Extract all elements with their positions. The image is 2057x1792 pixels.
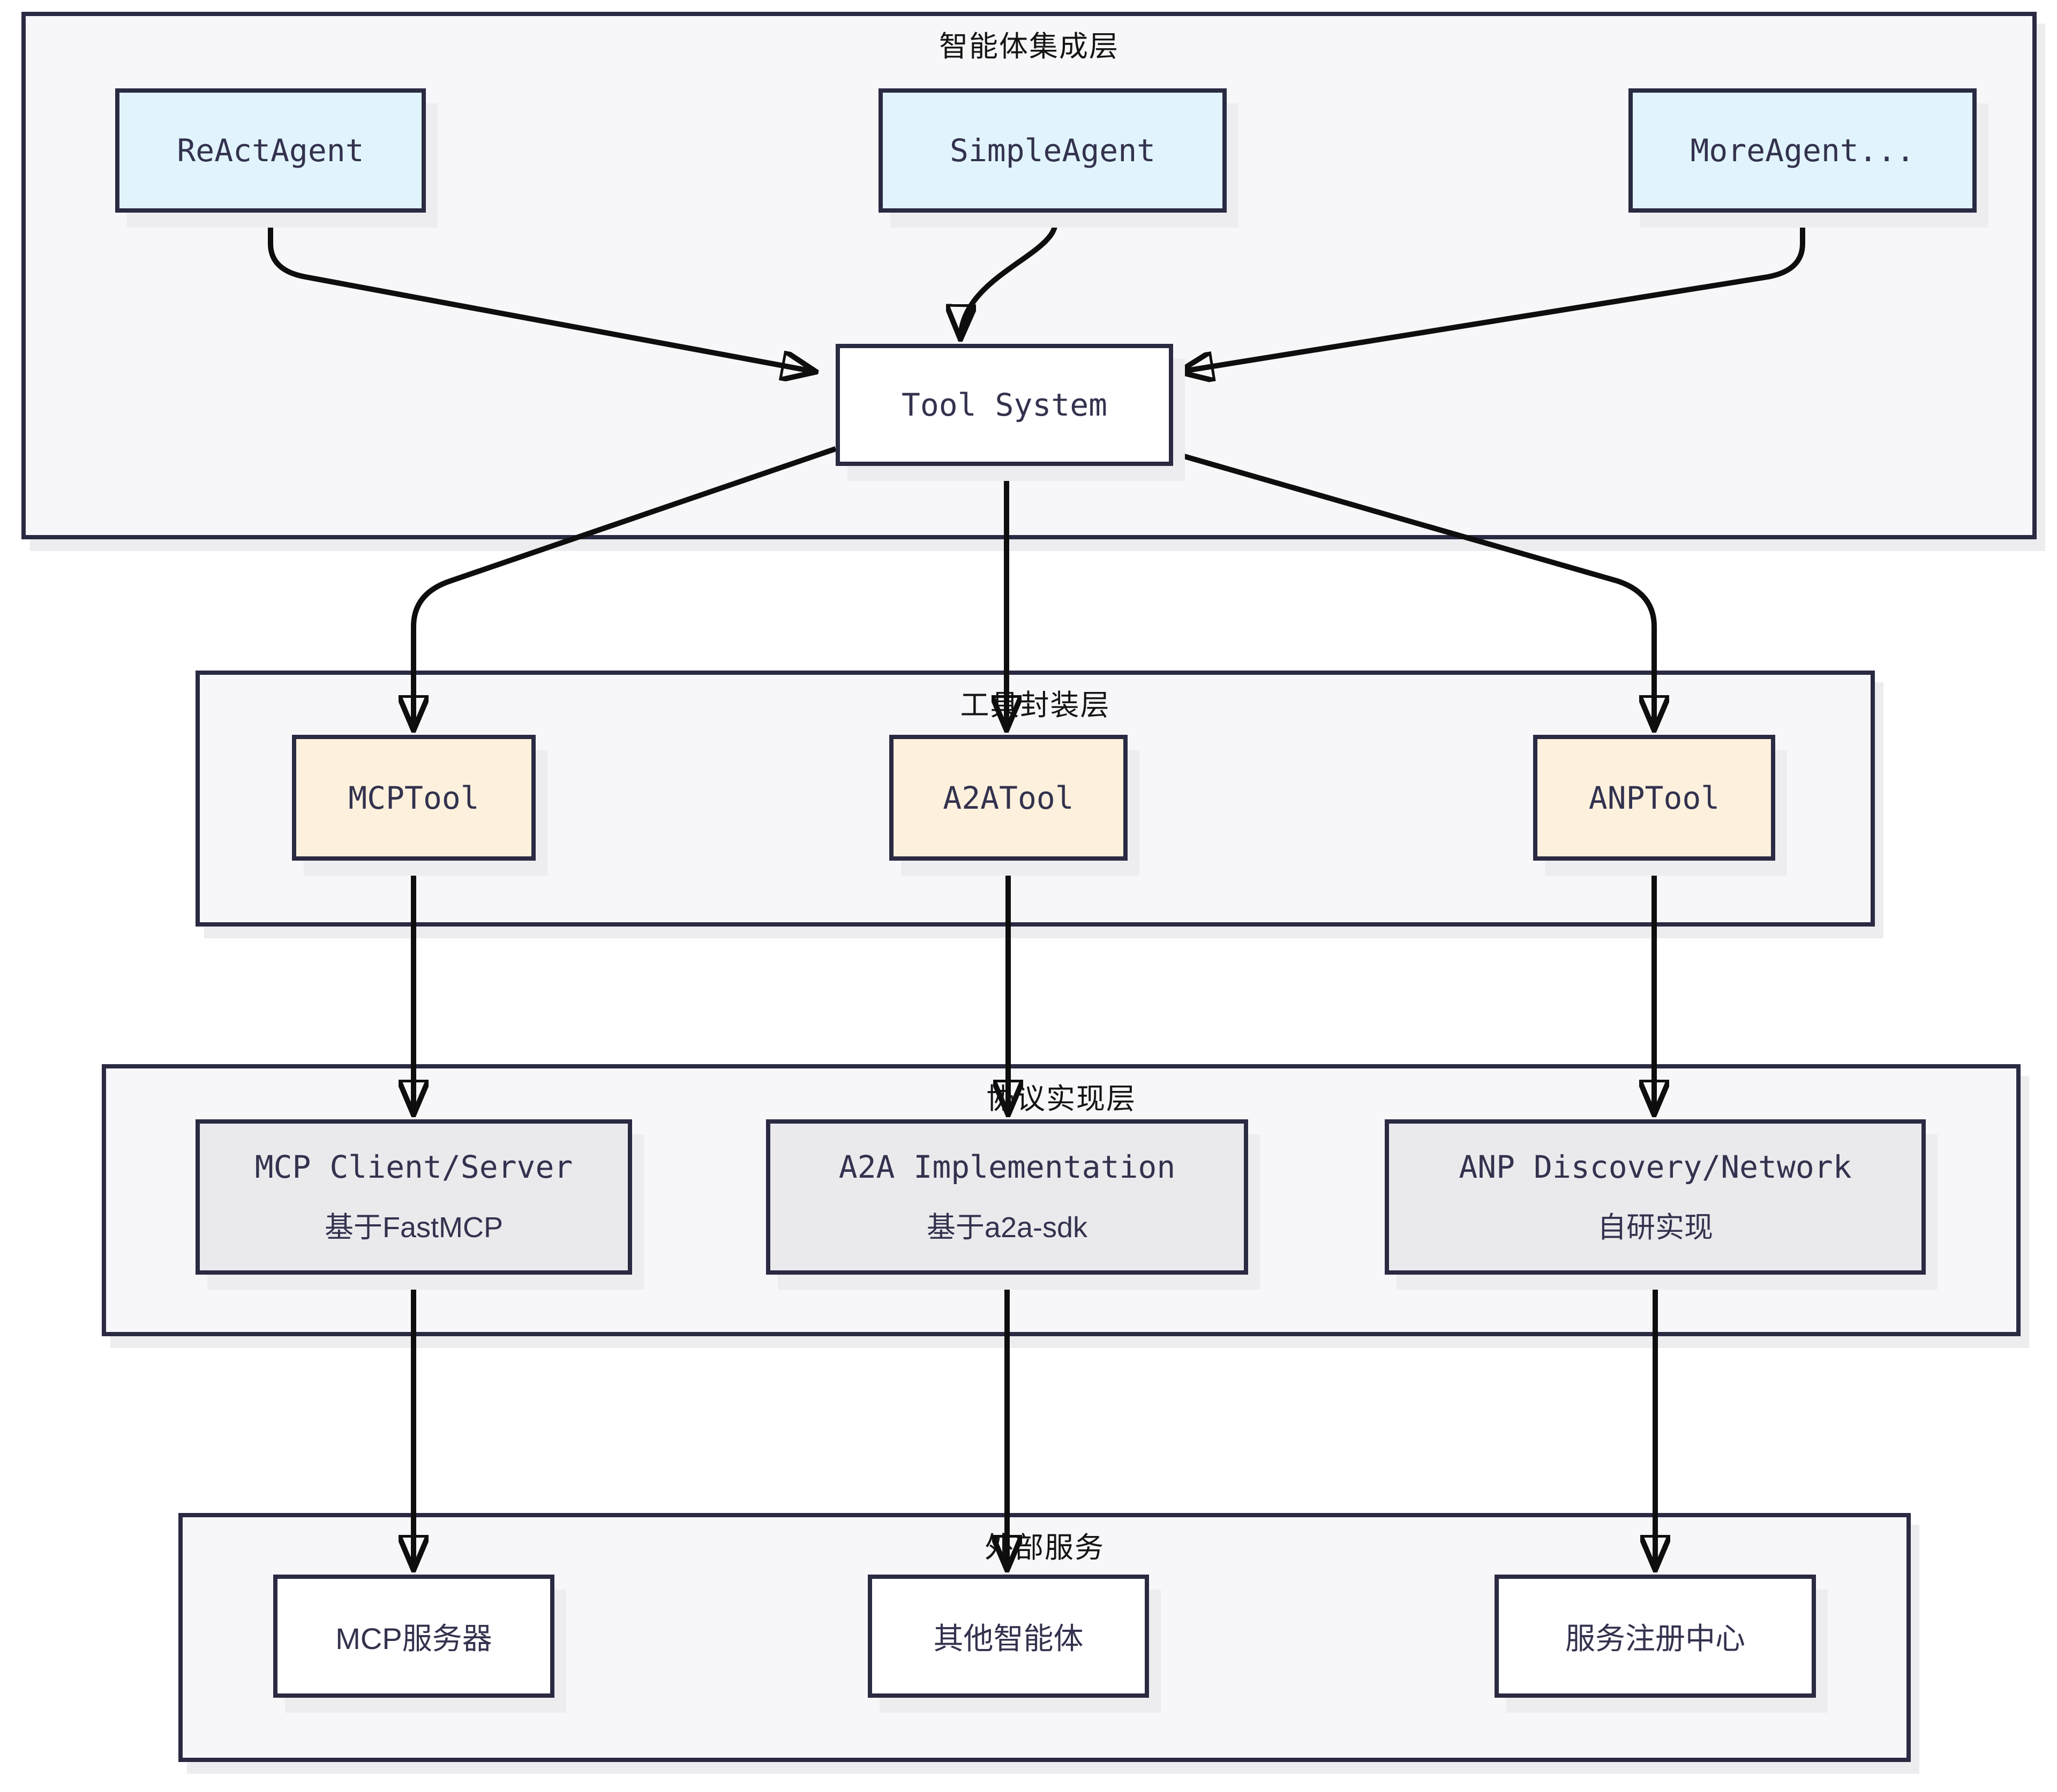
node-mcpserver: MCP服务器	[273, 1575, 554, 1698]
node-reactagent-label: ReActAgent	[177, 132, 364, 169]
node-a2aimpl-sublabel: 基于a2a-sdk	[926, 1211, 1088, 1244]
node-anptool: ANPTool	[1533, 735, 1775, 861]
node-registry-label: 服务注册中心	[1565, 1621, 1745, 1655]
node-simpleagent-label: SimpleAgent	[949, 132, 1156, 169]
node-mcptool-label: MCPTool	[348, 779, 479, 816]
node-registry: 服务注册中心	[1495, 1575, 1816, 1698]
node-anpimpl-sublabel: 自研实现	[1597, 1211, 1713, 1244]
node-mcpimpl: MCP Client/Server 基于FastMCP	[196, 1119, 632, 1275]
node-otheragents-label: 其他智能体	[933, 1621, 1084, 1655]
node-anptool-label: ANPTool	[1588, 779, 1720, 816]
node-otheragents: 其他智能体	[868, 1575, 1149, 1698]
node-mcpimpl-sublabel: 基于FastMCP	[324, 1211, 504, 1244]
layer-title-external-services: 外部服务	[985, 1532, 1105, 1564]
node-reactagent: ReActAgent	[115, 88, 426, 213]
node-simpleagent: SimpleAgent	[879, 88, 1227, 213]
node-moreagent: MoreAgent...	[1628, 88, 1977, 213]
node-a2atool-label: A2ATool	[943, 779, 1074, 816]
node-a2atool: A2ATool	[889, 735, 1128, 861]
node-mcpserver-label: MCP服务器	[335, 1621, 492, 1655]
node-a2aimpl-label: A2A Implementation	[838, 1148, 1176, 1185]
node-anpimpl-label: ANP Discovery/Network	[1459, 1148, 1852, 1185]
layer-title-agent-integration: 智能体集成层	[939, 31, 1119, 63]
node-toolsystem-label: Tool System	[901, 387, 1108, 423]
node-moreagent-label: MoreAgent...	[1690, 132, 1915, 169]
node-a2aimpl: A2A Implementation 基于a2a-sdk	[766, 1119, 1248, 1275]
node-toolsystem: Tool System	[836, 344, 1173, 466]
layer-title-protocol-impl: 协议实现层	[986, 1083, 1136, 1115]
node-mcptool: MCPTool	[292, 735, 536, 861]
node-mcpimpl-label: MCP Client/Server	[254, 1148, 573, 1185]
layer-title-tool-wrapper: 工具封装层	[960, 689, 1110, 721]
node-anpimpl: ANP Discovery/Network 自研实现	[1385, 1119, 1926, 1275]
